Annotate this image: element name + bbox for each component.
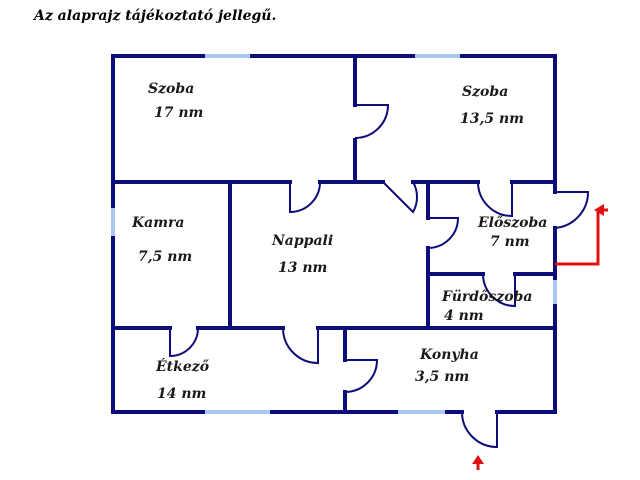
windows <box>111 54 557 414</box>
room-name: Konyha <box>419 347 479 363</box>
room-name: Nappali <box>271 233 333 249</box>
room-area: 7,5 nm <box>138 249 192 265</box>
room-name: Szoba <box>462 84 508 100</box>
front-entrance-arrow-icon <box>472 455 484 464</box>
room-name: Előszoba <box>477 215 547 231</box>
room-name: Szoba <box>148 81 194 97</box>
room-name: Étkező <box>155 357 210 375</box>
room-area: 14 nm <box>157 386 206 402</box>
room-label-konyha: Konyha 3,5 nm <box>415 347 479 385</box>
room-label-etkezo: Étkező 14 nm <box>155 357 210 402</box>
room-label-nappali: Nappali 13 nm <box>271 233 333 276</box>
room-area: 13,5 nm <box>460 111 524 127</box>
room-name: Fürdőszoba <box>441 289 532 305</box>
room-name: Kamra <box>131 215 185 231</box>
interior-walls <box>111 54 557 414</box>
entrance-path <box>555 210 600 266</box>
room-area: 7 nm <box>490 234 530 250</box>
room-label-szoba-1: Szoba 17 nm <box>148 81 203 121</box>
room-area: 17 nm <box>154 105 203 121</box>
entrance-markers <box>472 204 608 470</box>
room-area: 4 nm <box>444 308 484 324</box>
room-area: 3,5 nm <box>415 369 469 385</box>
plan-disclaimer: Az alaprajz tájékoztató jellegű. <box>34 8 277 24</box>
room-label-szoba-2: Szoba 13,5 nm <box>460 84 524 127</box>
room-label-kamra: Kamra 7,5 nm <box>131 215 192 265</box>
doors <box>169 104 590 449</box>
room-area: 13 nm <box>278 260 327 276</box>
room-label-furdoszoba: Fürdőszoba 4 nm <box>441 289 532 324</box>
side-entrance-arrow-icon <box>594 204 604 216</box>
room-label-eloszoba: Előszoba 7 nm <box>477 215 547 250</box>
